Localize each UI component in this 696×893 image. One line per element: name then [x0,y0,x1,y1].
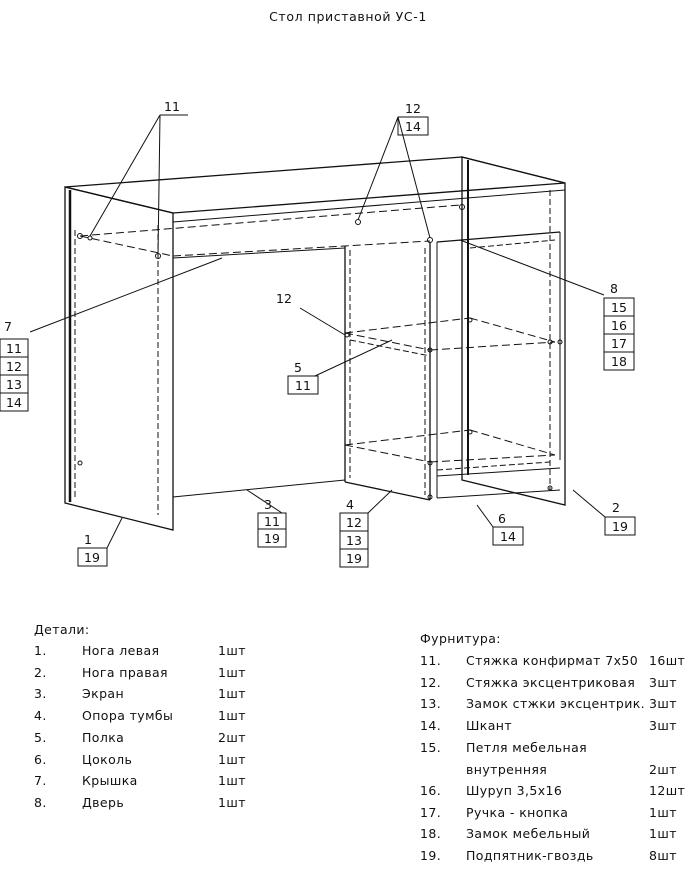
hardware-num: 16. [420,783,442,798]
hardware-name: внутренняя [466,762,548,777]
details-name: Опора тумбы [82,708,174,723]
callout-3-11: 11 [264,514,280,529]
hardware-num: 11. [420,653,442,668]
hardware-name: Стяжка конфирмат 7х50 [466,653,639,668]
details-qty: 1шт [218,665,246,680]
callout-labels: 11 12 14 7 11 12 13 14 8 15 16 17 18 12 … [4,99,628,566]
details-qty: 1шт [218,773,246,788]
details-name: Крышка [82,773,138,788]
details-name: Нога левая [82,643,160,658]
details-heading: Детали: [34,622,90,637]
hardware-heading: Фурнитура: [420,631,501,646]
callout-3: 3 [264,497,272,512]
callout-2: 2 [612,500,620,515]
callout-5-11: 11 [295,378,311,393]
details-num: 6. [34,752,47,767]
drawing-title: Стол приставной УС-1 [269,9,427,24]
callout-4-13: 13 [346,533,362,548]
details-num: 3. [34,686,47,701]
details-qty: 1шт [218,686,246,701]
callout-4-19: 19 [346,551,362,566]
hardware-name: Ручка - кнопка [466,805,569,820]
details-qty: 2шт [218,730,246,745]
hardware-name: Стяжка эксцентриковая [466,675,636,690]
callout-11-top: 11 [164,99,180,114]
callout-7-13: 13 [6,377,22,392]
details-num: 1. [34,643,47,658]
callout-12-top: 12 [405,101,421,116]
hardware-qty: 1шт [649,826,677,841]
callout-4: 4 [346,497,354,512]
callout-1: 1 [84,532,92,547]
details-name: Экран [82,686,125,701]
callout-2-19: 19 [612,519,628,534]
callout-7: 7 [4,319,12,334]
hardware-qty: 3шт [649,696,677,711]
details-name: Дверь [82,795,125,810]
callout-6: 6 [498,511,506,526]
callout-8-16: 16 [611,318,627,333]
hardware-name: Шуруп 3,5х16 [466,783,563,798]
callout-6-14: 14 [500,529,516,544]
callout-8-18: 18 [611,354,627,369]
callout-12-mid: 12 [276,291,292,306]
callout-14-top: 14 [405,119,421,134]
hardware-qty: 1шт [649,805,677,820]
hardware-name: Подпятник-гвоздь [466,848,594,863]
callout-8-17: 17 [611,336,627,351]
callout-8: 8 [610,281,618,296]
hardware-qty: 3шт [649,675,677,690]
leader-lines [29,114,606,549]
details-qty: 1шт [218,795,246,810]
hardware-num: 12. [420,675,442,690]
hardware-name: Петля мебельная [466,740,588,755]
details-num: 2. [34,665,47,680]
details-num: 8. [34,795,47,810]
callout-5: 5 [294,360,302,375]
furniture-geometry [64,156,566,531]
details-name: Цоколь [82,752,133,767]
hardware-qty: 12шт [649,783,686,798]
details-num: 5. [34,730,47,745]
assembly-drawing: 11 12 14 7 11 12 13 14 8 15 16 17 18 12 … [0,99,636,568]
callout-4-12: 12 [346,515,362,530]
hardware-qty: 16шт [649,653,686,668]
hardware-qty: 2шт [649,762,677,777]
callout-7-12: 12 [6,359,22,374]
callout-7-11: 11 [6,341,22,356]
callout-tables [0,116,636,568]
callout-7-14: 14 [6,395,22,410]
details-num: 7. [34,773,47,788]
hardware-num: 15. [420,740,442,755]
hardware-num: 19. [420,848,442,863]
details-name: Полка [82,730,125,745]
hardware-name: Замок мебельный [466,826,591,841]
details-qty: 1шт [218,752,246,767]
details-qty: 1шт [218,708,246,723]
hardware-name: Замок стжки эксцентрик. [466,696,646,711]
hardware-name: Шкант [466,718,513,733]
details-qty: 1шт [218,643,246,658]
hardware-num: 17. [420,805,442,820]
hardware-num: 13. [420,696,442,711]
hardware-num: 14. [420,718,442,733]
hardware-qty: 8шт [649,848,677,863]
callout-1-19: 19 [84,550,100,565]
callout-8-15: 15 [611,300,627,315]
details-name: Нога правая [82,665,168,680]
hardware-num: 18. [420,826,442,841]
hardware-qty: 3шт [649,718,677,733]
details-num: 4. [34,708,47,723]
callout-3-19: 19 [264,531,280,546]
